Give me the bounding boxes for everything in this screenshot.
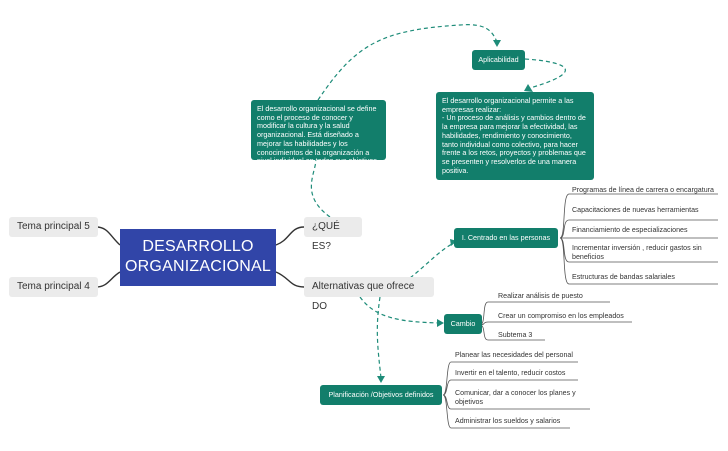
- dashed-alternativas-centrado: [409, 242, 455, 279]
- arrowhead-cambio: [437, 319, 444, 327]
- central-topic-line2: ORGANIZACIONAL: [125, 258, 271, 275]
- underlines-centrado: [569, 193, 718, 285]
- aplicabilidad-line2: - Un proceso de análisis y cambios dentr…: [442, 113, 586, 175]
- aplicabilidad-node[interactable]: Aplicabilidad: [472, 50, 525, 70]
- cambio-item[interactable]: Realizar análisis de puesto: [498, 292, 583, 300]
- centrado-node[interactable]: I. Centrado en las personas: [454, 228, 558, 248]
- cambio-node[interactable]: Cambio: [444, 314, 482, 334]
- arrowhead-text: [524, 84, 533, 92]
- topic-tema-principal-5[interactable]: Tema principal 5: [9, 217, 98, 237]
- cambio-item[interactable]: Subtema 3: [498, 331, 533, 339]
- planificacion-item[interactable]: Comunicar, dar a conocer los planes y ob…: [455, 389, 576, 406]
- definition-text: El desarrollo organizacional se define c…: [257, 104, 379, 166]
- underlines-planificacion: [451, 361, 590, 429]
- centrado-item[interactable]: Estructuras de bandas salariales: [572, 273, 675, 281]
- planificacion-item[interactable]: Planear las necesidades del personal: [455, 351, 573, 359]
- planificacion-node[interactable]: Planificación /Objetivos definidos: [320, 385, 442, 405]
- connector-tema5: [95, 226, 121, 246]
- dashed-que-es-definition: [310, 159, 331, 218]
- topic-alternativas[interactable]: Alternativas que ofrece DO: [304, 277, 434, 312]
- centrado-item[interactable]: Programas de línea de carrera o encargat…: [572, 186, 714, 194]
- dashed-aplicabilidad-text: [524, 58, 566, 89]
- aplicabilidad-callout[interactable]: El desarrollo organizacional permite a l…: [436, 92, 594, 180]
- central-topic-line1: DESARROLLO: [142, 238, 254, 255]
- bracket-planificacion: [442, 361, 452, 429]
- aplicabilidad-line1: El desarrollo organizacional permite a l…: [442, 96, 574, 114]
- planificacion-item[interactable]: Invertir en el talento, reducir costos: [455, 369, 566, 377]
- centrado-item[interactable]: Incrementar inversión , reducir gastos s…: [572, 244, 702, 261]
- arrowhead-planificacion: [377, 376, 385, 383]
- planificacion-item[interactable]: Administrar los sueldos y salarios: [455, 417, 561, 425]
- underlines-cambio: [488, 301, 632, 341]
- definition-callout[interactable]: El desarrollo organizacional se define c…: [251, 100, 386, 165]
- central-topic[interactable]: DESARROLLO ORGANIZACIONAL: [120, 229, 276, 286]
- dashed-definition-aplicabilidad: [317, 24, 498, 101]
- dashed-alternativas-cambio: [359, 296, 441, 324]
- centrado-item[interactable]: Capacitaciones de nuevas herramientas: [572, 206, 699, 214]
- connector-que-es: [275, 226, 305, 246]
- centrado-item[interactable]: Financiamiento de especializaciones: [572, 226, 688, 234]
- connector-alternativas: [275, 271, 305, 288]
- topic-que-es[interactable]: ¿QUÉ ES?: [304, 217, 362, 252]
- cambio-item[interactable]: Crear un compromiso en los empleados: [498, 312, 624, 320]
- arrowhead-aplicabilidad: [493, 40, 501, 47]
- dashed-alternativas-planificacion: [376, 296, 382, 379]
- bracket-centrado: [559, 193, 570, 285]
- connector-tema4: [95, 271, 121, 288]
- topic-tema-principal-4[interactable]: Tema principal 4: [9, 277, 98, 297]
